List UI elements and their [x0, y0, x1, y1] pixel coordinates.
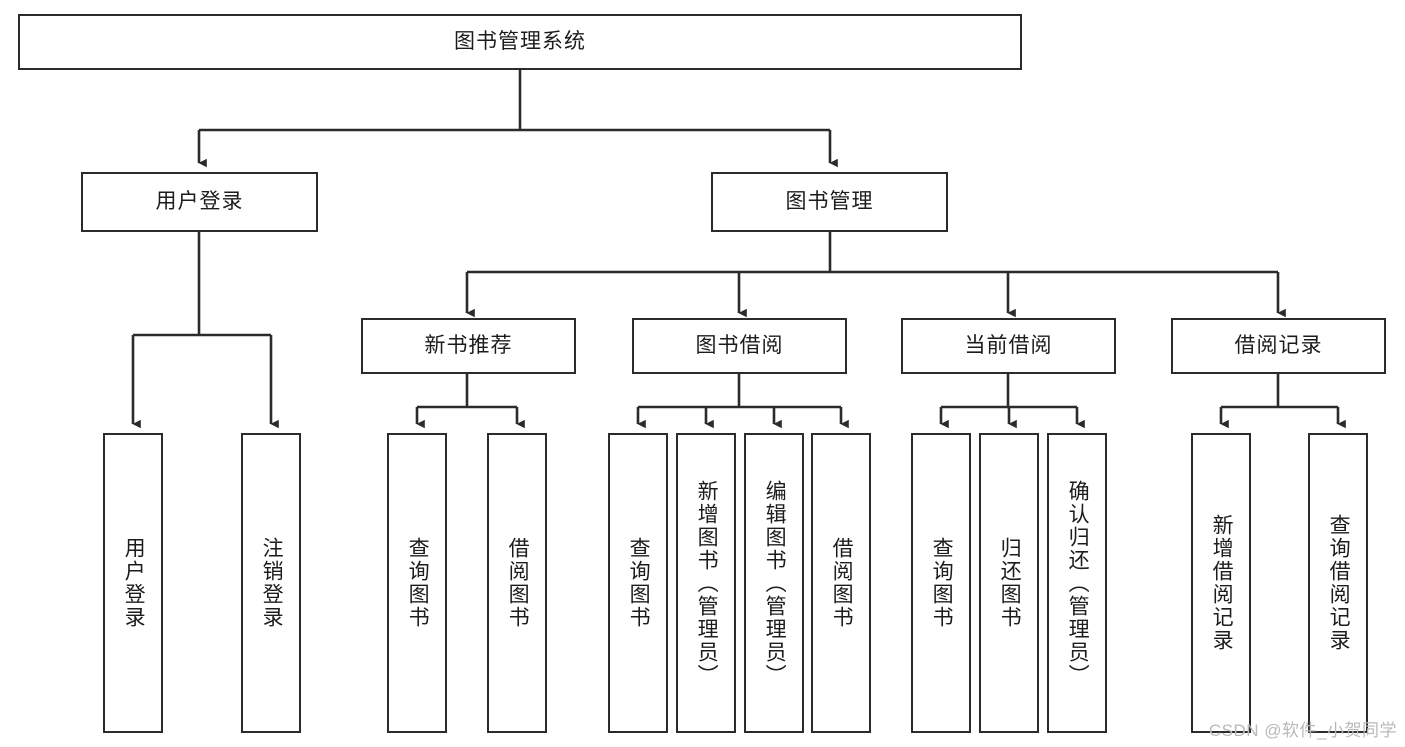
node-book-borrow[interactable]: 图书借阅	[632, 318, 847, 374]
node-new-book-recommend-label: 新书推荐	[424, 334, 513, 358]
node-leaf-user-logout-label: 注销登录	[260, 537, 284, 629]
node-new-book-recommend[interactable]: 新书推荐	[361, 318, 576, 374]
node-leaf-user-login-label: 用户登录	[122, 537, 146, 629]
node-leaf-query-book-3[interactable]: 查询图书	[911, 433, 971, 733]
node-leaf-query-book-2[interactable]: 查询图书	[608, 433, 668, 733]
node-user-login[interactable]: 用户登录	[81, 172, 318, 232]
node-leaf-confirm-return-label: 确认归还（管理员）	[1066, 479, 1090, 687]
node-leaf-add-book-label: 新增图书（管理员）	[695, 479, 719, 687]
node-leaf-borrow-book-1-label: 借阅图书	[506, 537, 530, 629]
node-root[interactable]: 图书管理系统	[18, 14, 1022, 70]
node-root-label: 图书管理系统	[454, 30, 586, 54]
node-leaf-user-logout[interactable]: 注销登录	[241, 433, 301, 733]
csdn-watermark: CSDN @软件_小贺同学	[1208, 721, 1397, 740]
node-leaf-add-borrow-record[interactable]: 新增借阅记录	[1191, 433, 1251, 733]
node-leaf-edit-book-label: 编辑图书（管理员）	[763, 479, 787, 687]
node-leaf-confirm-return[interactable]: 确认归还（管理员）	[1047, 433, 1107, 733]
node-leaf-add-book[interactable]: 新增图书（管理员）	[676, 433, 736, 733]
node-leaf-query-borrow-record-label: 查询借阅记录	[1327, 514, 1351, 652]
node-leaf-user-login[interactable]: 用户登录	[103, 433, 163, 733]
node-leaf-query-book-1-label: 查询图书	[406, 537, 430, 629]
node-leaf-return-book-label: 归还图书	[998, 537, 1022, 629]
node-user-login-label: 用户登录	[155, 190, 244, 214]
node-leaf-query-borrow-record[interactable]: 查询借阅记录	[1308, 433, 1368, 733]
node-leaf-borrow-book-2-label: 借阅图书	[830, 537, 854, 629]
node-book-borrow-label: 图书借阅	[695, 334, 784, 358]
node-leaf-borrow-book-1[interactable]: 借阅图书	[487, 433, 547, 733]
node-borrow-record-label: 借阅记录	[1234, 334, 1323, 358]
node-leaf-query-book-1[interactable]: 查询图书	[387, 433, 447, 733]
node-leaf-return-book[interactable]: 归还图书	[979, 433, 1039, 733]
node-leaf-query-book-3-label: 查询图书	[930, 537, 954, 629]
node-borrow-record[interactable]: 借阅记录	[1171, 318, 1386, 374]
node-book-management[interactable]: 图书管理	[711, 172, 948, 232]
node-leaf-add-borrow-record-label: 新增借阅记录	[1210, 514, 1234, 652]
node-leaf-borrow-book-2[interactable]: 借阅图书	[811, 433, 871, 733]
node-book-management-label: 图书管理	[785, 190, 874, 214]
node-leaf-edit-book[interactable]: 编辑图书（管理员）	[744, 433, 804, 733]
node-current-borrow-label: 当前借阅	[964, 334, 1053, 358]
node-current-borrow[interactable]: 当前借阅	[901, 318, 1116, 374]
node-leaf-query-book-2-label: 查询图书	[627, 537, 651, 629]
